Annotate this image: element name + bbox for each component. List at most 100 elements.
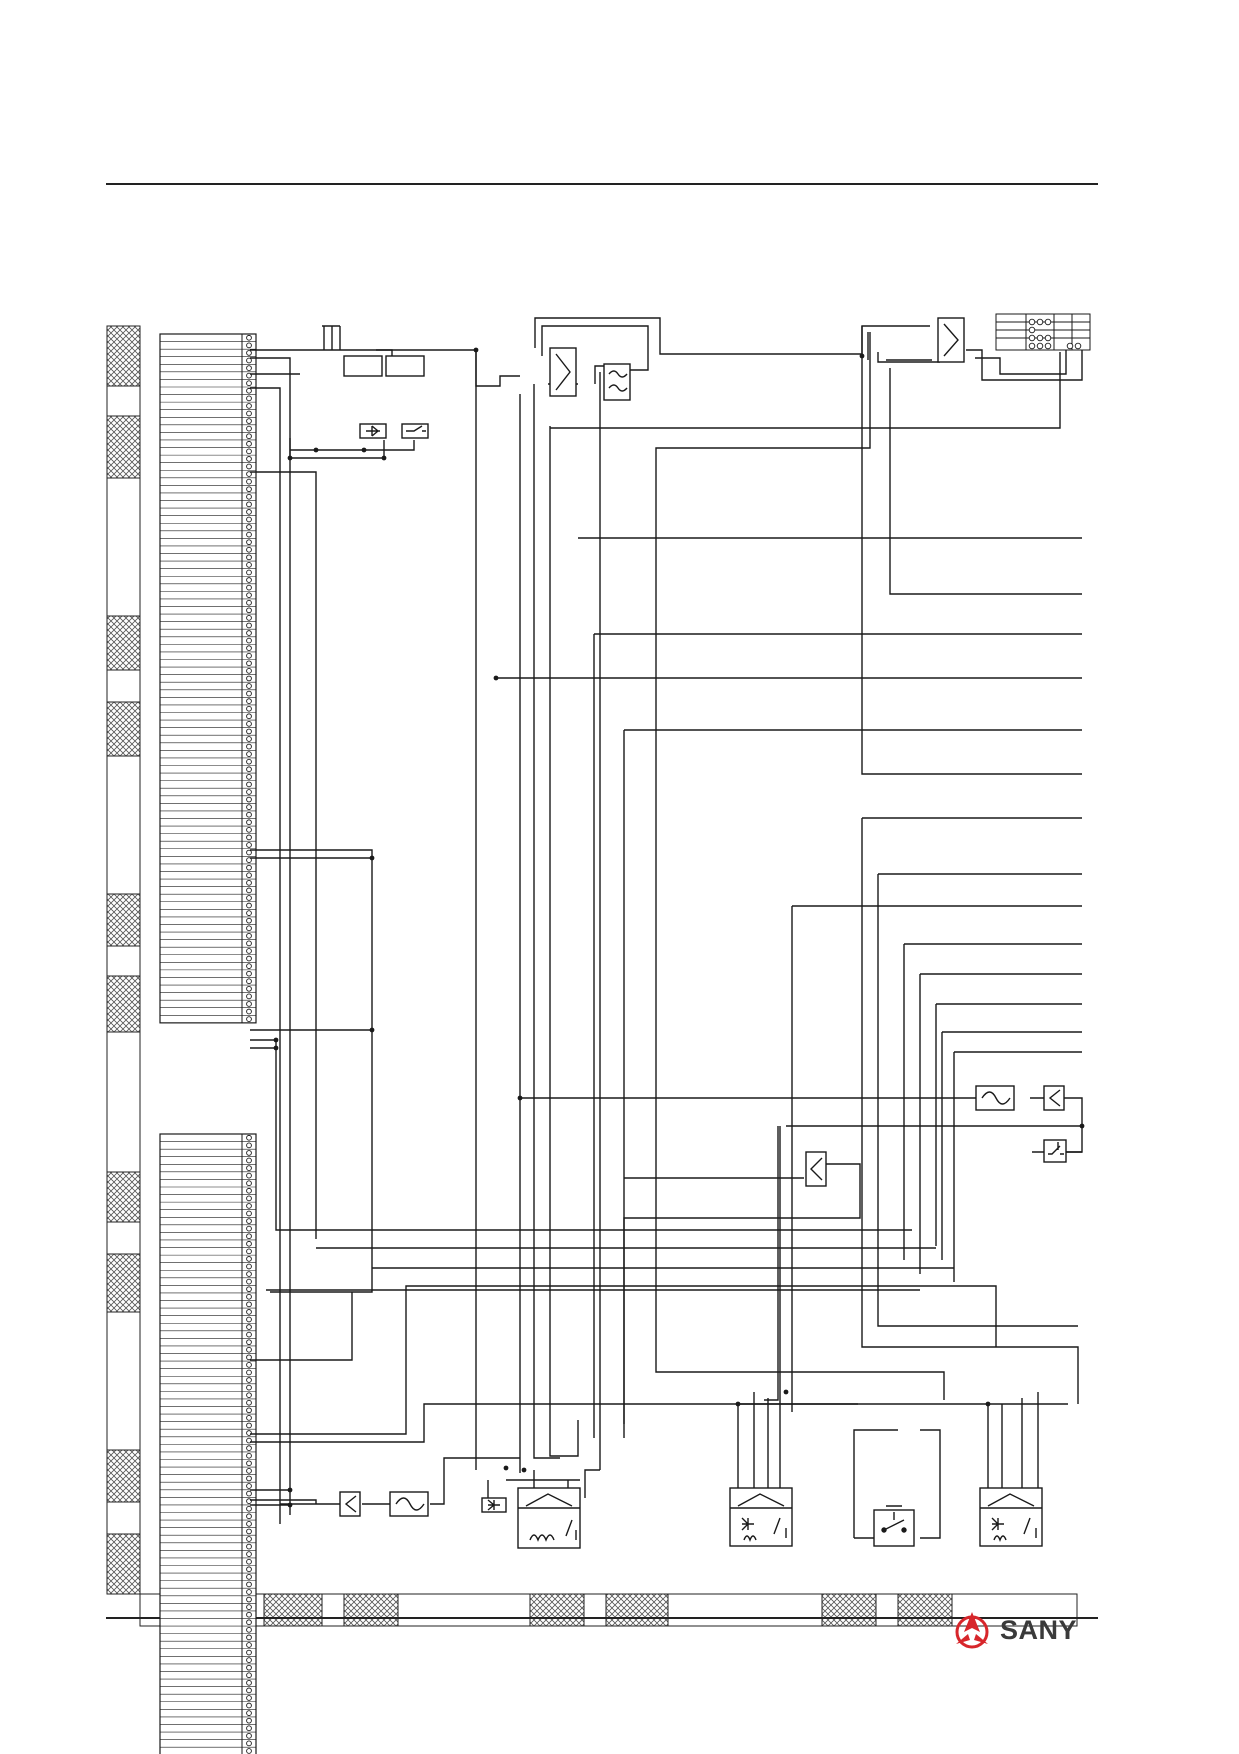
terminal-pin xyxy=(246,1558,252,1565)
terminal-pin xyxy=(246,925,252,932)
terminal-pin xyxy=(246,1460,252,1467)
terminal-pin xyxy=(246,970,252,977)
terminal-pin xyxy=(246,1483,252,1489)
terminal-pin xyxy=(246,1377,252,1383)
terminal-pin xyxy=(246,569,252,576)
terminal-pin xyxy=(246,1286,252,1293)
terminal-pin xyxy=(246,895,252,901)
hatch-block xyxy=(106,893,141,947)
terminal-pin xyxy=(246,1642,252,1648)
hatch-block xyxy=(106,701,141,757)
terminal-pin xyxy=(246,448,252,455)
terminal-pin xyxy=(246,1324,252,1330)
terminal-pin xyxy=(246,1134,252,1141)
terminal-pin xyxy=(246,1543,252,1550)
terminal-pin xyxy=(246,1422,252,1429)
relay-icon xyxy=(805,1151,827,1187)
terminal-pin xyxy=(246,1165,252,1171)
components xyxy=(339,313,1091,1549)
terminal-pin xyxy=(246,342,252,349)
terminal-pin xyxy=(246,1619,252,1626)
terminal-pin xyxy=(246,705,252,712)
terminal-pin xyxy=(246,478,252,485)
terminal-pin xyxy=(246,690,252,697)
terminal-pin xyxy=(246,1626,252,1633)
terminal-pin xyxy=(246,516,252,523)
terminal-pin xyxy=(246,622,252,629)
terminal-pin xyxy=(246,1218,252,1224)
terminal-pin xyxy=(246,1008,252,1015)
terminal-pin xyxy=(246,1634,252,1641)
terminal-pin xyxy=(246,365,252,371)
terminal-pin xyxy=(246,1521,252,1527)
terminal-pin xyxy=(246,1157,252,1164)
terminal-pin xyxy=(246,403,252,409)
terminal-pin xyxy=(246,917,252,924)
terminal-pin xyxy=(246,993,252,1000)
terminal-pin xyxy=(246,501,252,508)
hatch-block xyxy=(106,1449,141,1503)
terminal-pin xyxy=(246,683,252,689)
terminal-pin xyxy=(246,1271,252,1277)
terminal-pin xyxy=(246,1354,252,1361)
terminal-pin xyxy=(246,713,252,720)
terminal-pin xyxy=(246,1505,252,1512)
terminal-pin xyxy=(246,978,252,985)
terminal-pin xyxy=(246,1475,252,1482)
relay-icon xyxy=(517,1487,581,1549)
terminal-pin xyxy=(246,531,252,538)
terminal-pin xyxy=(246,660,252,667)
terminal-pin xyxy=(246,963,252,969)
hatch-block xyxy=(529,1593,585,1627)
terminal-pin xyxy=(246,357,252,364)
terminal-pin xyxy=(246,1468,252,1474)
terminal-pin xyxy=(246,1233,252,1240)
relay-icon xyxy=(339,1491,361,1517)
terminal-pin xyxy=(246,985,252,992)
terminal-pin xyxy=(246,1346,252,1353)
terminal-pin xyxy=(246,554,252,561)
terminal-pin xyxy=(246,463,252,470)
terminal-pin xyxy=(246,637,252,644)
terminal-pin xyxy=(246,1748,252,1754)
terminal-pin xyxy=(246,630,252,636)
fuse-icon xyxy=(603,363,631,401)
terminal-pin xyxy=(246,1210,252,1217)
hatch-block xyxy=(106,325,141,387)
terminal-pin xyxy=(246,1339,252,1346)
terminal-pin xyxy=(246,1392,252,1399)
terminal-pin xyxy=(246,1150,252,1156)
terminal-pin xyxy=(246,842,252,848)
terminal-pin xyxy=(246,599,252,606)
terminal-pin xyxy=(246,380,252,387)
terminal-pin xyxy=(246,652,252,659)
terminal-pin xyxy=(246,1316,252,1323)
terminal-pin xyxy=(246,1740,252,1747)
terminal-pin xyxy=(246,819,252,826)
left-border-column xyxy=(106,325,141,1595)
hatch-block xyxy=(343,1593,399,1627)
terminal-pin xyxy=(246,781,252,788)
terminal-pin xyxy=(246,418,252,424)
terminal-pin xyxy=(246,1001,252,1007)
switch-icon xyxy=(1043,1139,1067,1163)
relay-icon xyxy=(729,1487,793,1547)
terminal-pin xyxy=(246,872,252,879)
terminal-pin xyxy=(246,1415,252,1421)
terminal-pin xyxy=(246,1725,252,1732)
terminal-pin xyxy=(246,1611,252,1618)
terminal-pin xyxy=(246,1399,252,1406)
terminal-pin xyxy=(246,1203,252,1209)
fuse-icon xyxy=(975,1085,1015,1111)
terminal-pin xyxy=(246,1596,252,1603)
wires xyxy=(250,317,1083,1539)
relay-icon xyxy=(549,347,577,397)
sany-logo-text: SANY xyxy=(1000,1614,1078,1645)
terminal-pin xyxy=(246,1278,252,1285)
terminal-pin xyxy=(246,1240,252,1247)
terminal-pin xyxy=(246,857,252,863)
hatch-block xyxy=(106,415,141,479)
terminal-pin xyxy=(246,395,252,402)
terminal-pin xyxy=(246,440,252,447)
